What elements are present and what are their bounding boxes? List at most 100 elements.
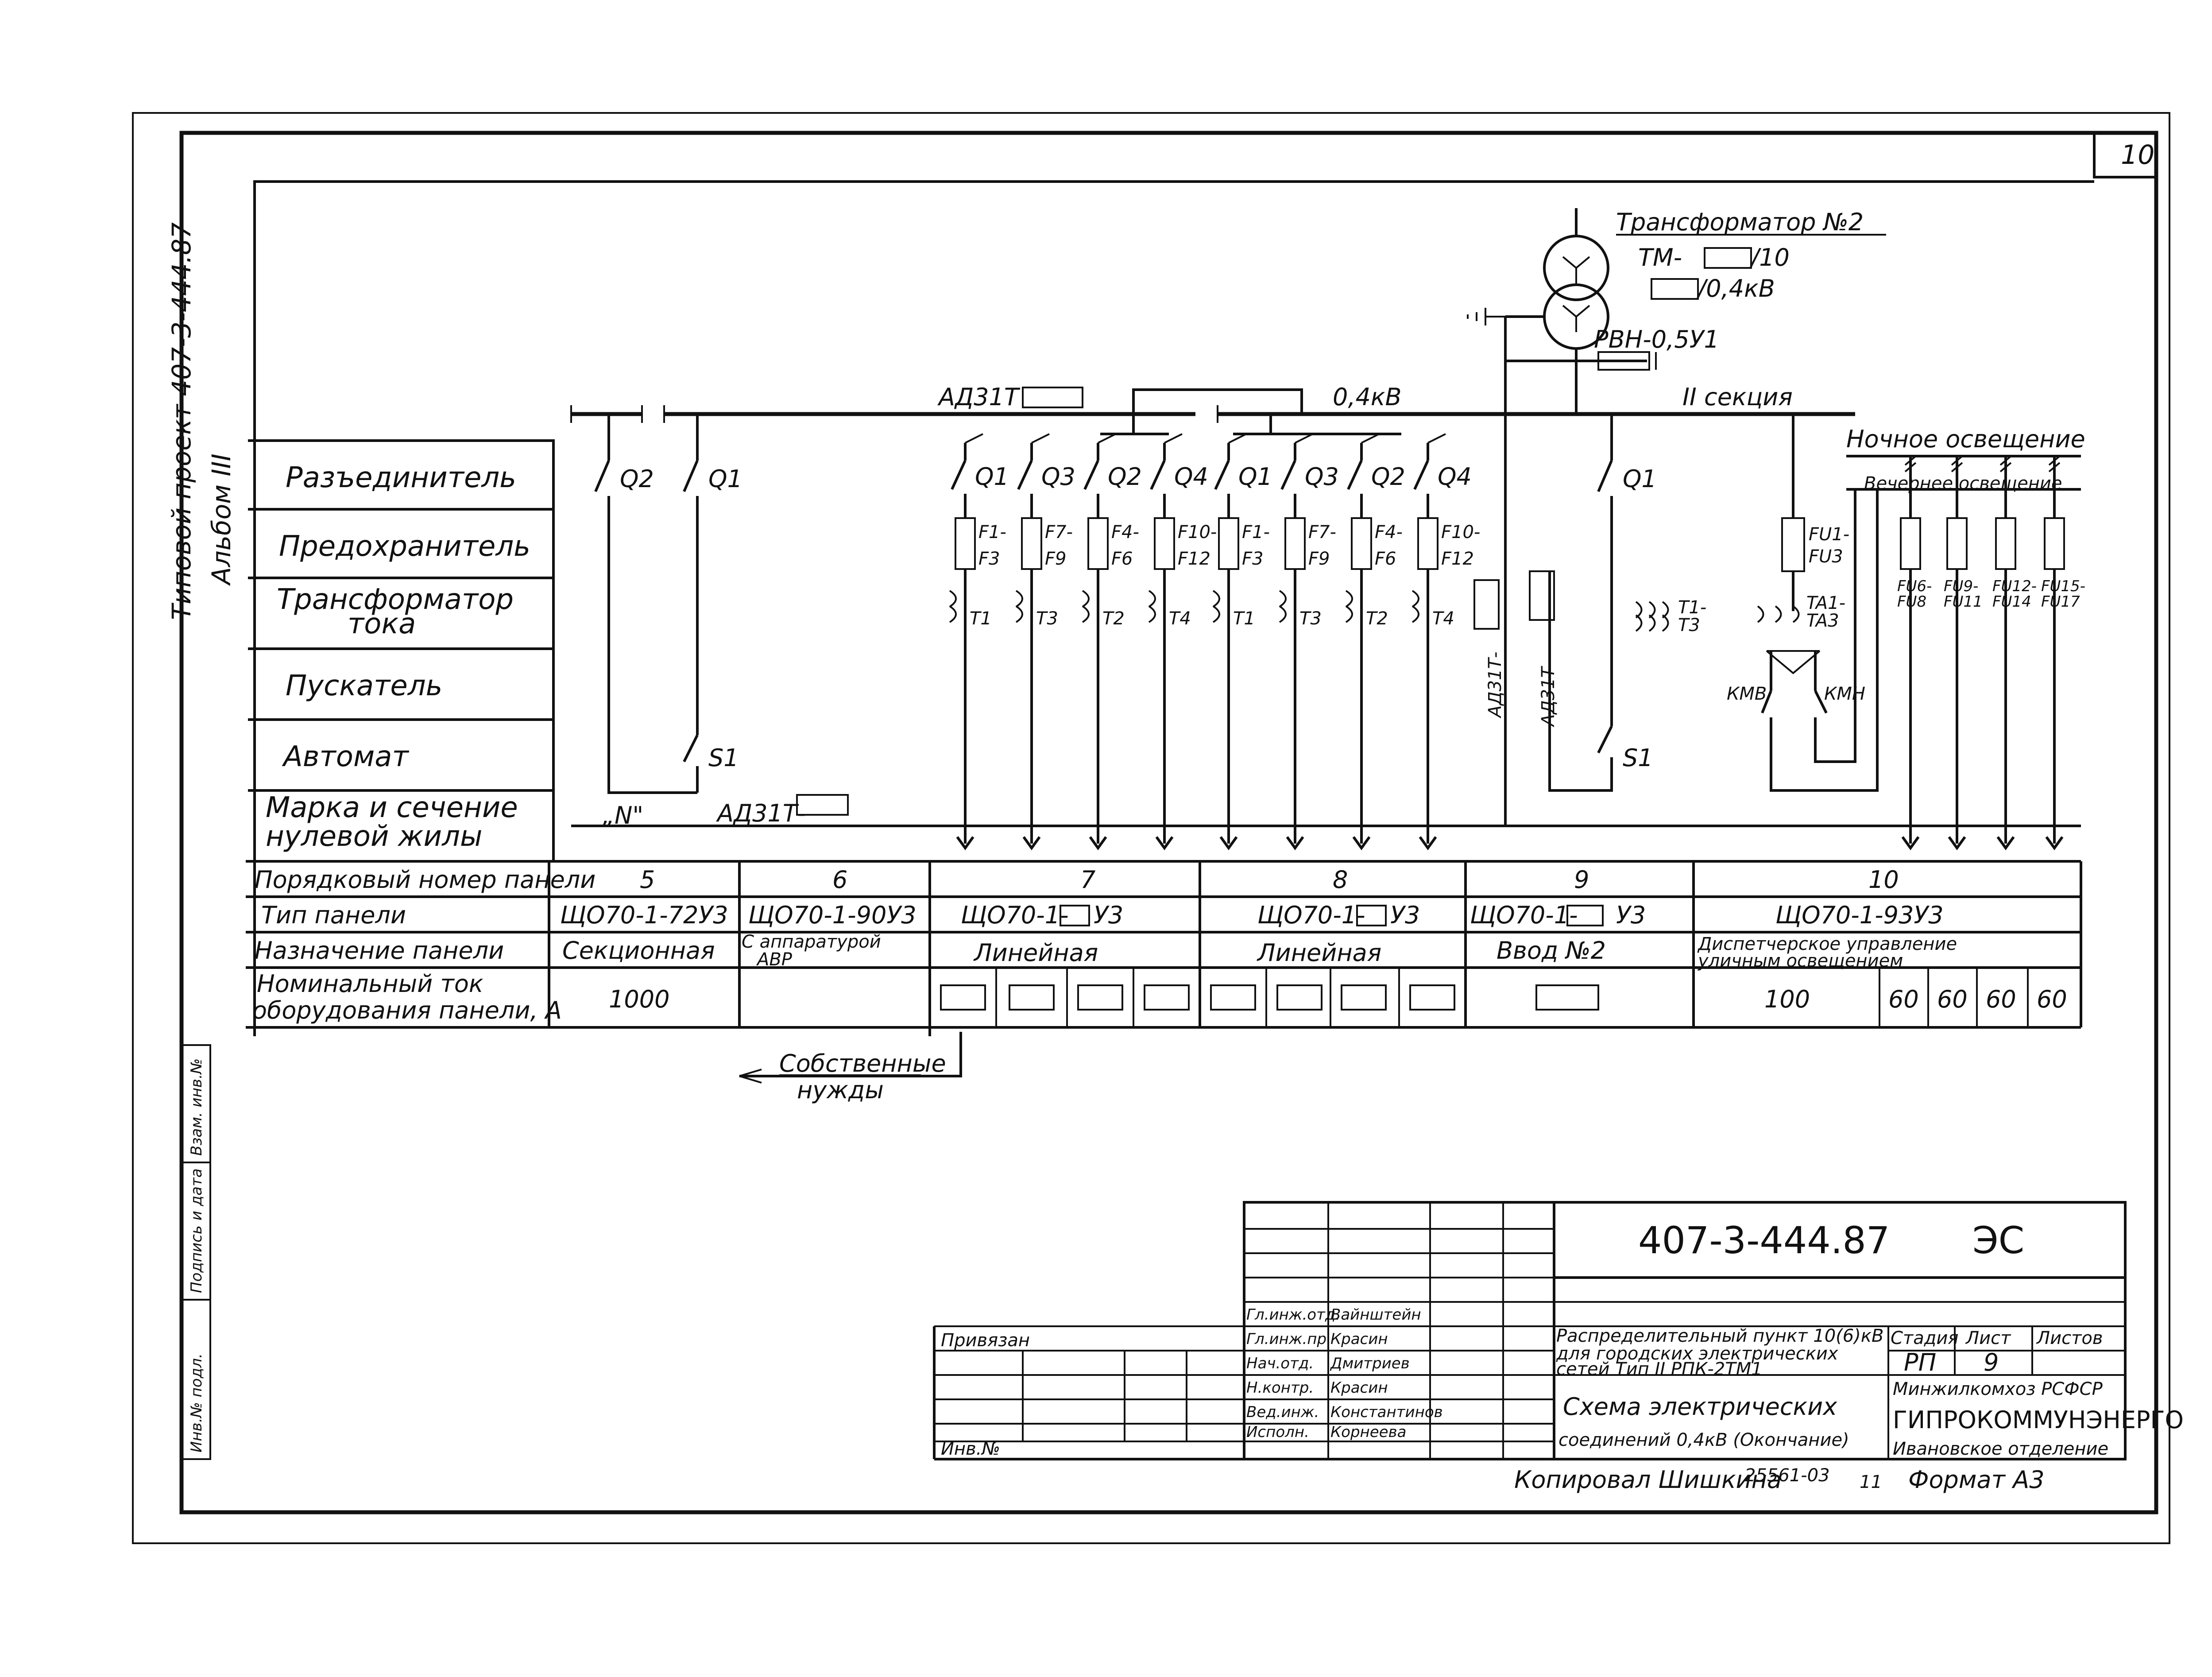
tbl-type-7: ЩО70-1- — [961, 901, 1069, 929]
stamp-title1-line1: Распределительный пункт 10(6)кВ — [1556, 1326, 1883, 1346]
footer-order: 25561-03 — [1744, 1465, 1830, 1486]
tbl-type-7-suffix: У3 — [1094, 901, 1123, 929]
sheet-number: 10 — [2121, 139, 2154, 170]
own-needs-label-2: нужды — [797, 1076, 884, 1104]
row-label-ct: Трансформатор — [277, 583, 514, 616]
panel8-f-label2-4: F12 — [1441, 549, 1474, 569]
bus-breaker-label: АД31Т — [937, 383, 1021, 411]
p10-ta3: TA3 — [1806, 611, 1839, 631]
p10-fus-label-3: FU12- — [1992, 577, 2037, 595]
panel7-ct-1 — [949, 590, 957, 623]
bus-breaker-box — [1022, 387, 1083, 408]
transformer-lv-suffix: /0,4кВ — [1696, 275, 1775, 302]
p10-light-tick-4 — [2048, 455, 2061, 473]
row-label-neutral-2: нулевой жилы — [266, 820, 483, 853]
panel8-tap-1 — [1228, 433, 1247, 444]
p10-fus-label-4: FU15- — [2041, 577, 2085, 595]
panel8-f-label-4: F10- — [1441, 522, 1480, 542]
panel8-feeder-4 — [1419, 596, 1437, 851]
footer-n: 11 — [1860, 1472, 1882, 1492]
panel8-f-label2-1: F3 — [1242, 549, 1263, 569]
stamp-sheets-header: Листов — [2036, 1328, 2103, 1348]
panel8-splitter — [1233, 414, 1401, 435]
stamp-stage-header: Стадия — [1891, 1328, 1958, 1348]
busbars — [570, 388, 2081, 827]
tbl-num-10: 10 — [1868, 866, 1899, 894]
tbl-header-current: Номинальный ток — [257, 970, 483, 998]
p10-kmv: КМВ — [1727, 684, 1767, 704]
current-boxes — [940, 984, 1599, 1011]
panel7-tap-1 — [965, 433, 983, 444]
panel7-f-label2-3: F6 — [1111, 549, 1133, 569]
panel7-q-label-1: Q1 — [975, 463, 1009, 491]
panel7-f-label2-2: F9 — [1045, 549, 1066, 569]
tbl-current-10: 100 — [1764, 985, 1810, 1013]
transformer-type-suffix: /10 — [1749, 244, 1790, 271]
panel7-fuse-2 — [1021, 517, 1042, 570]
panel8-f-label2-2: F9 — [1308, 549, 1330, 569]
stamp-privyazan: Привязан — [941, 1330, 1030, 1351]
p10-kmn: КМН — [1824, 684, 1865, 704]
tbl-current-10b: 60 — [1937, 985, 1968, 1013]
panel7-disconnector-3 — [1083, 443, 1099, 518]
transformer-type: ТМ- — [1638, 244, 1682, 271]
tbl-purpose-5: Секционная — [562, 937, 715, 964]
row-label-grid — [248, 439, 555, 863]
panel7-f-label-3: F4- — [1111, 522, 1139, 542]
stamp-org2: ГИПРОКОММУНЭНЕРГО — [1893, 1406, 2184, 1434]
tbl-current-5: 1000 — [609, 985, 669, 1013]
panel7-f-label-1: F1- — [978, 522, 1006, 542]
p9-t2: T3 — [1678, 615, 1700, 635]
own-needs-label: Собственные — [779, 1050, 946, 1077]
panel7-tap-4 — [1164, 433, 1183, 444]
tbl-type-6: ЩО70-1-90У3 — [748, 901, 917, 929]
sheet-number-box — [2093, 132, 2158, 178]
p9-breaker-b: АД31Т- — [1538, 661, 1558, 728]
side-project-title: Типовой проект 407-3-444.87 — [166, 222, 197, 620]
panel7-feeder-1 — [956, 596, 975, 851]
panel7-disconnector-1 — [951, 443, 967, 518]
p10-evening: Вечернее освещение — [1864, 473, 2062, 494]
panel8-ct-1 — [1212, 590, 1220, 623]
row-label-fuse: Предохранитель — [279, 530, 530, 563]
panel7-feeder-3 — [1089, 596, 1107, 851]
panel7-splitter — [1100, 414, 1169, 435]
tbl-header-current-2: оборудования панели, А — [252, 996, 562, 1024]
p10-light-feeder-3 — [1996, 456, 2015, 851]
tbl-num-7: 7 — [1080, 866, 1095, 894]
stamp-title1-line3: сетей Тип II РПК-2ТМ1 — [1556, 1359, 1763, 1379]
p10-light-fuse-3 — [1995, 517, 2016, 570]
panel8-feeder-1 — [1219, 596, 1238, 851]
panel7-ct-2 — [1015, 590, 1023, 623]
row-label-disconnector: Разъединитель — [286, 461, 516, 494]
panel8-feeder-3 — [1352, 596, 1371, 851]
strip-inv-label: Инв.№ подл. — [188, 1353, 205, 1452]
panel8-t-label-4: T4 — [1432, 608, 1454, 629]
tbl-purpose-6b: АВР — [756, 949, 793, 970]
tbl-current-10d: 60 — [2037, 985, 2067, 1013]
p10-fus-label-2: FU9- — [1944, 577, 1978, 595]
p10-fus-label2-4: FU17 — [2041, 593, 2080, 611]
panel8-fuse-2 — [1284, 517, 1306, 570]
tbl-type-5: ЩО70-1-72У3 — [560, 901, 728, 929]
p10-night: Ночное освещение — [1846, 425, 2085, 453]
stamp-name-4: Константинов — [1330, 1403, 1443, 1421]
tbl-purpose-8: Линейная — [1257, 939, 1381, 967]
panel9-circuit — [1473, 414, 1669, 792]
panel7-f-label-4: F10- — [1178, 522, 1217, 542]
panel8-disconnector-2 — [1280, 443, 1296, 518]
rvn-label: РВН-0,5У1 — [1594, 325, 1719, 353]
tbl-type-9: ЩО70-1- — [1470, 901, 1578, 929]
panel7-disconnector-4 — [1150, 443, 1166, 518]
panel7-disconnector-2 — [1017, 443, 1033, 518]
inner-frame — [253, 180, 2094, 1036]
p10-light-feeder-4 — [2045, 456, 2064, 851]
panel-table-grid — [246, 860, 2082, 1036]
panel7-ct-3 — [1082, 590, 1090, 623]
panel7-f-label2-1: F3 — [978, 549, 1000, 569]
p10-light-fuse-4 — [2044, 517, 2065, 570]
footer-copied: Копировал Шишкина — [1514, 1466, 1782, 1494]
